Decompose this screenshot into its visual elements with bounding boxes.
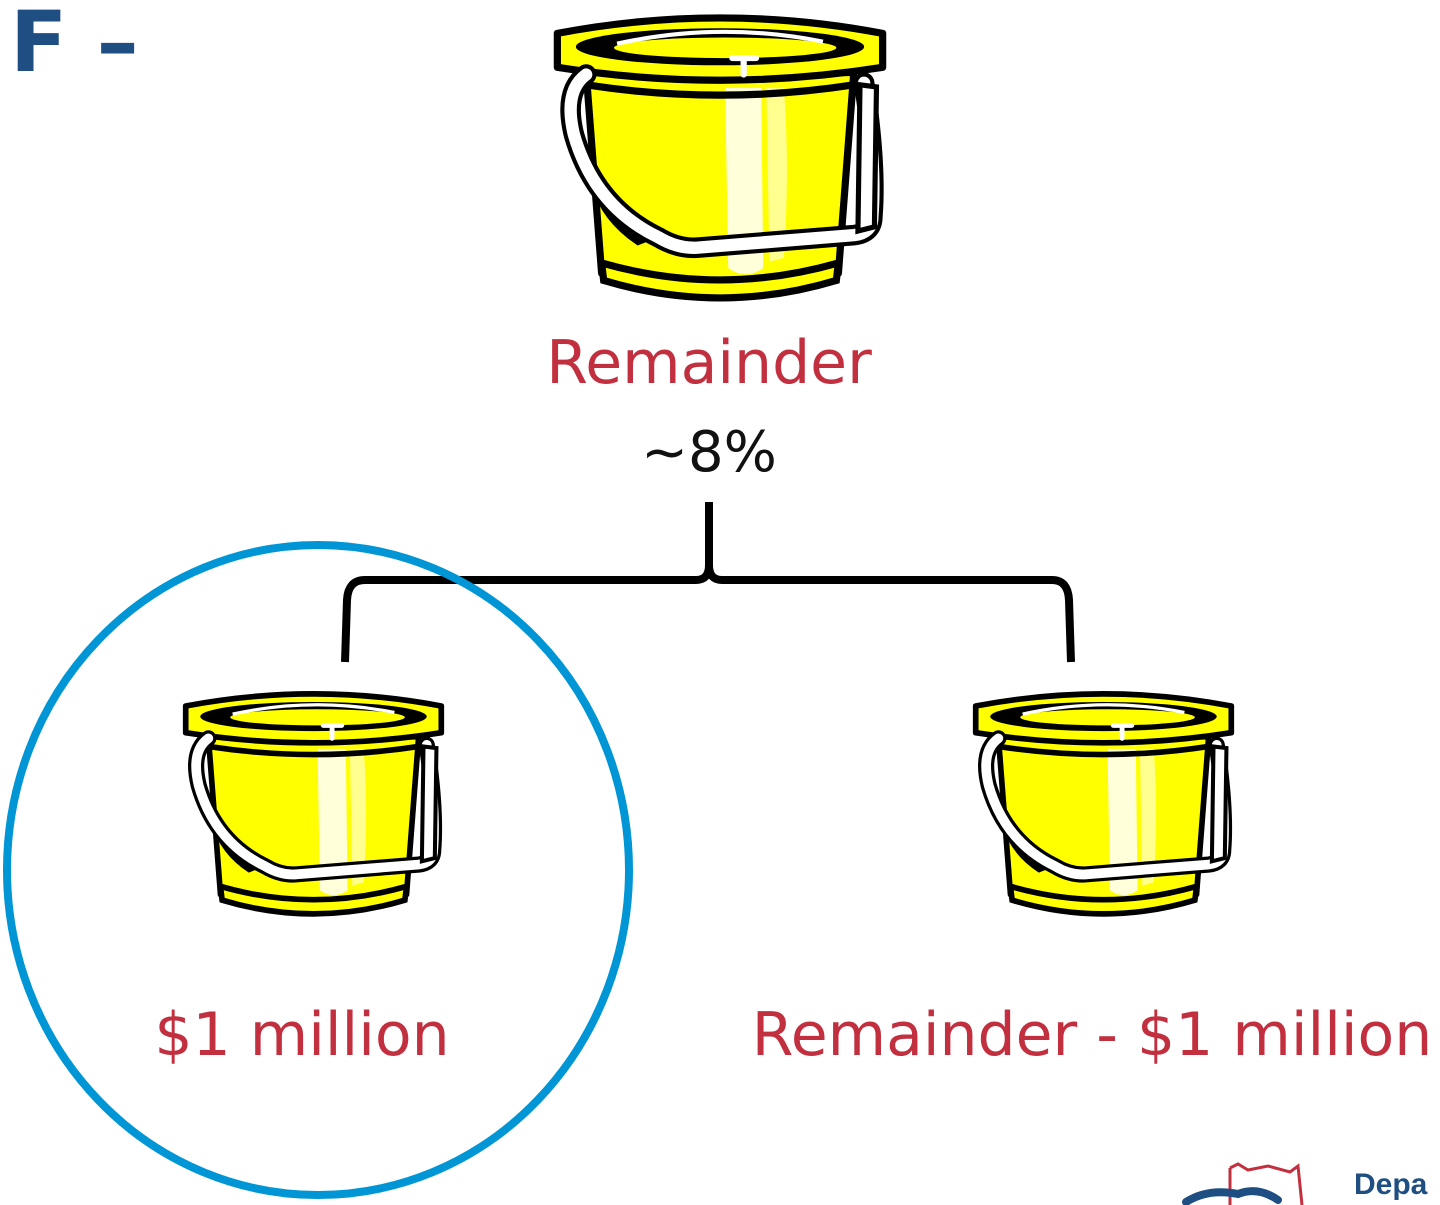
- ohio-state-logo-icon: [1182, 1162, 1304, 1205]
- highlight-circle: [3, 541, 633, 1199]
- bucket-icon: [966, 688, 1241, 923]
- top-bucket-share: ~8%: [641, 420, 777, 485]
- brace-connector-right: [705, 564, 1075, 663]
- footer-logo: Depa: [1178, 1160, 1440, 1205]
- footer-logo-text: Depa: [1354, 1168, 1428, 1201]
- bucket-icon: [176, 688, 451, 923]
- top-bucket-label: Remainder: [546, 328, 872, 398]
- bucket-icon: [545, 10, 895, 310]
- brace-connector: [341, 502, 713, 663]
- slide-title: F –: [10, 0, 139, 91]
- right-bucket-label: Remainder - $1 million: [751, 1000, 1433, 1070]
- left-bucket-label: $1 million: [154, 1000, 450, 1070]
